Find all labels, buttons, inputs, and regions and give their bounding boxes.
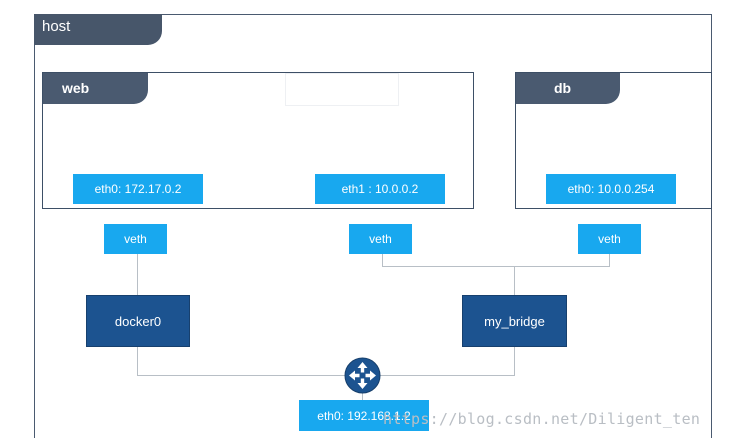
line-router-bus <box>137 375 515 376</box>
web-label: web <box>43 73 148 104</box>
router-icon <box>344 357 381 394</box>
web-eth0-interface: eth0: 172.17.0.2 <box>73 174 203 204</box>
veth-web-eth1: veth <box>349 224 412 254</box>
veth-db-eth0: veth <box>578 224 641 254</box>
veth-web-eth0: veth <box>104 224 167 254</box>
line-docker0-down <box>137 347 138 376</box>
db-eth0-interface: eth0: 10.0.0.254 <box>546 174 676 204</box>
host-label: host <box>34 14 162 45</box>
line-bus-mybridge <box>514 266 515 295</box>
db-label: db <box>516 73 620 104</box>
watermark-url: https://blog.csdn.net/Diligent_ten <box>383 410 701 428</box>
line-veth2-down <box>382 254 383 267</box>
my-bridge: my_bridge <box>462 295 567 347</box>
host-eth0-interface: eth0: 192.168.1.2 <box>299 400 429 431</box>
web-eth1-interface: eth1 : 10.0.0.2 <box>315 174 445 204</box>
line-veth1-docker0 <box>137 254 138 295</box>
host-frame <box>34 14 712 438</box>
line-bridge-bus <box>382 266 610 267</box>
faint-placeholder-box <box>285 73 399 106</box>
line-router-eth0 <box>362 388 363 401</box>
docker0-bridge: docker0 <box>86 295 190 347</box>
line-mybridge-down <box>514 347 515 376</box>
line-veth3-down <box>609 254 610 267</box>
